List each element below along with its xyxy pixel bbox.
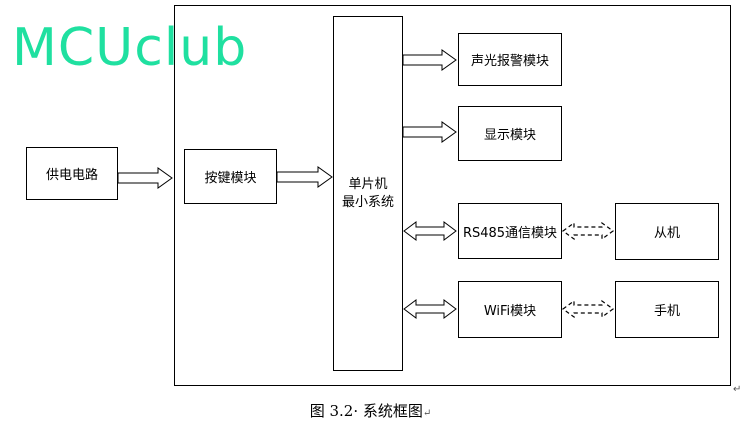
arrow-power-to-keys [117, 167, 173, 189]
arrow-mcu-rs485-bidirectional [403, 221, 457, 241]
corner-return-mark: ↵ [733, 384, 741, 395]
display-module-block: 显示模块 [458, 106, 562, 161]
arrow-mcu-wifi-bidirectional [403, 299, 457, 319]
watermark-logo: MCUclub [12, 18, 248, 78]
caption-return-mark: ↵ [422, 408, 432, 419]
phone-device-block: 手机 [615, 281, 719, 338]
power-supply-block: 供电电路 [26, 147, 118, 200]
slave-device-block: 从机 [615, 203, 719, 260]
mcu-label-line1: 单片机 [348, 176, 388, 192]
mcu-label-line2: 最小系统 [341, 194, 394, 210]
arrow-keys-to-mcu [276, 166, 333, 188]
arrow-wifi-phone-dashed [561, 299, 615, 319]
arrow-rs485-slave-dashed [561, 221, 615, 241]
wifi-module-block: WiFi模块 [458, 281, 562, 338]
figure-caption-text: 图 3.2· 系统框图 [309, 402, 423, 420]
alarm-module-block: 声光报警模块 [458, 33, 562, 86]
mcu-system-block: 单片机 最小系统 [333, 16, 403, 371]
arrow-mcu-to-alarm [402, 49, 457, 71]
figure-caption: 图 3.2· 系统框图↵ [0, 400, 741, 421]
system-frame [174, 5, 731, 386]
arrow-mcu-to-display [402, 121, 457, 143]
rs485-module-block: RS485通信模块 [458, 203, 562, 259]
